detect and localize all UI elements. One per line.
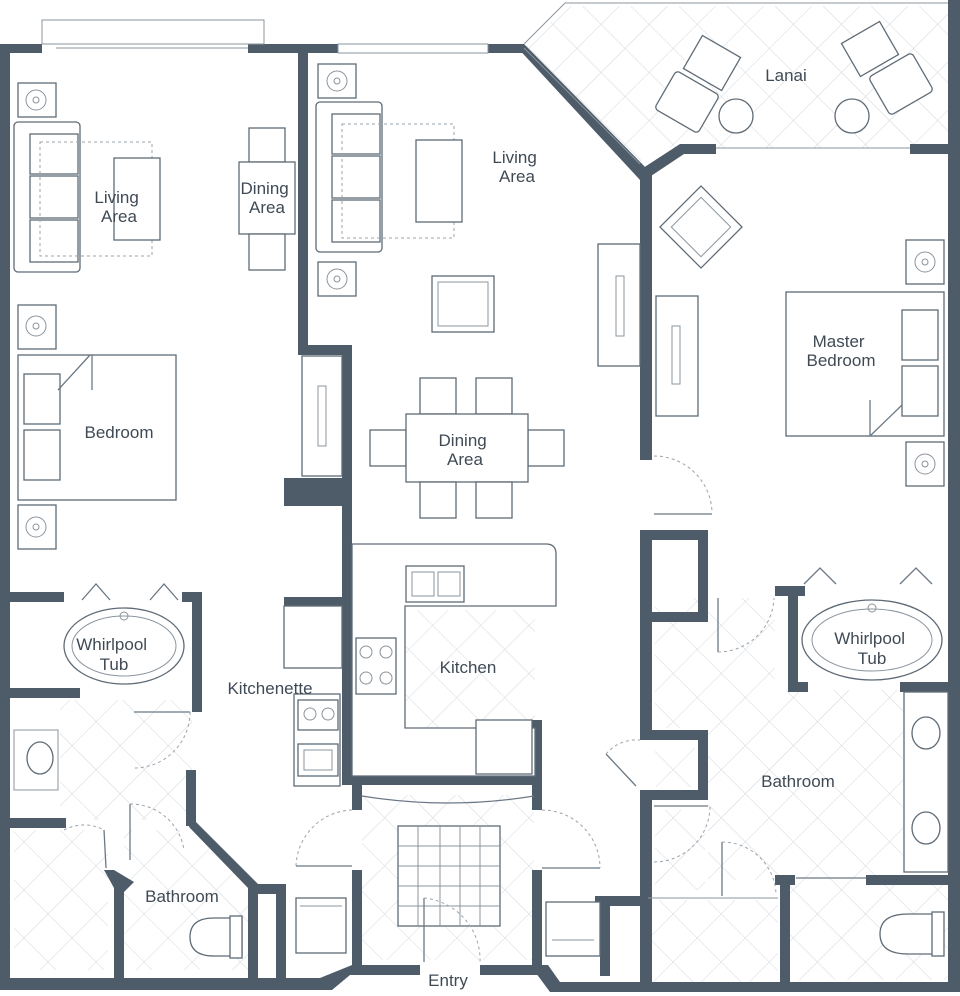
whirlpool-tub-right-label: Whirlpool Tub <box>834 629 910 668</box>
kitchen-label: Kitchen <box>440 658 497 677</box>
tiled-floors <box>14 6 948 985</box>
living-area-center-label: Living Area <box>492 148 541 186</box>
lanai-label: Lanai <box>765 66 807 85</box>
left-unit-furniture <box>13 82 296 959</box>
bathroom-left-label: Bathroom <box>145 887 219 906</box>
living-area-left-label: Living Area <box>94 188 143 226</box>
right-bath-fixtures <box>648 567 949 957</box>
kitchenette-label: Kitchenette <box>227 679 312 698</box>
kitchenette-fixtures <box>283 605 347 954</box>
master-bedroom-furniture <box>653 185 945 515</box>
bedroom-label: Bedroom <box>85 423 154 442</box>
center-unit-furniture <box>301 63 641 963</box>
lanai-furniture <box>655 20 933 134</box>
dining-area-center-label: Dining Area <box>439 431 492 469</box>
whirlpool-tub-left-label: Whirlpool Tub <box>76 635 152 674</box>
dining-area-left-label: Dining Area <box>241 179 294 217</box>
room-labels: Living Area Dining Area Bedroom Whirlpoo… <box>76 66 910 990</box>
left-unit-doors <box>63 711 353 869</box>
bathroom-right-label: Bathroom <box>761 772 835 791</box>
entry-label: Entry <box>428 971 468 990</box>
windows <box>41 2 948 165</box>
master-bedroom-label: Master Bedroom <box>807 332 876 370</box>
